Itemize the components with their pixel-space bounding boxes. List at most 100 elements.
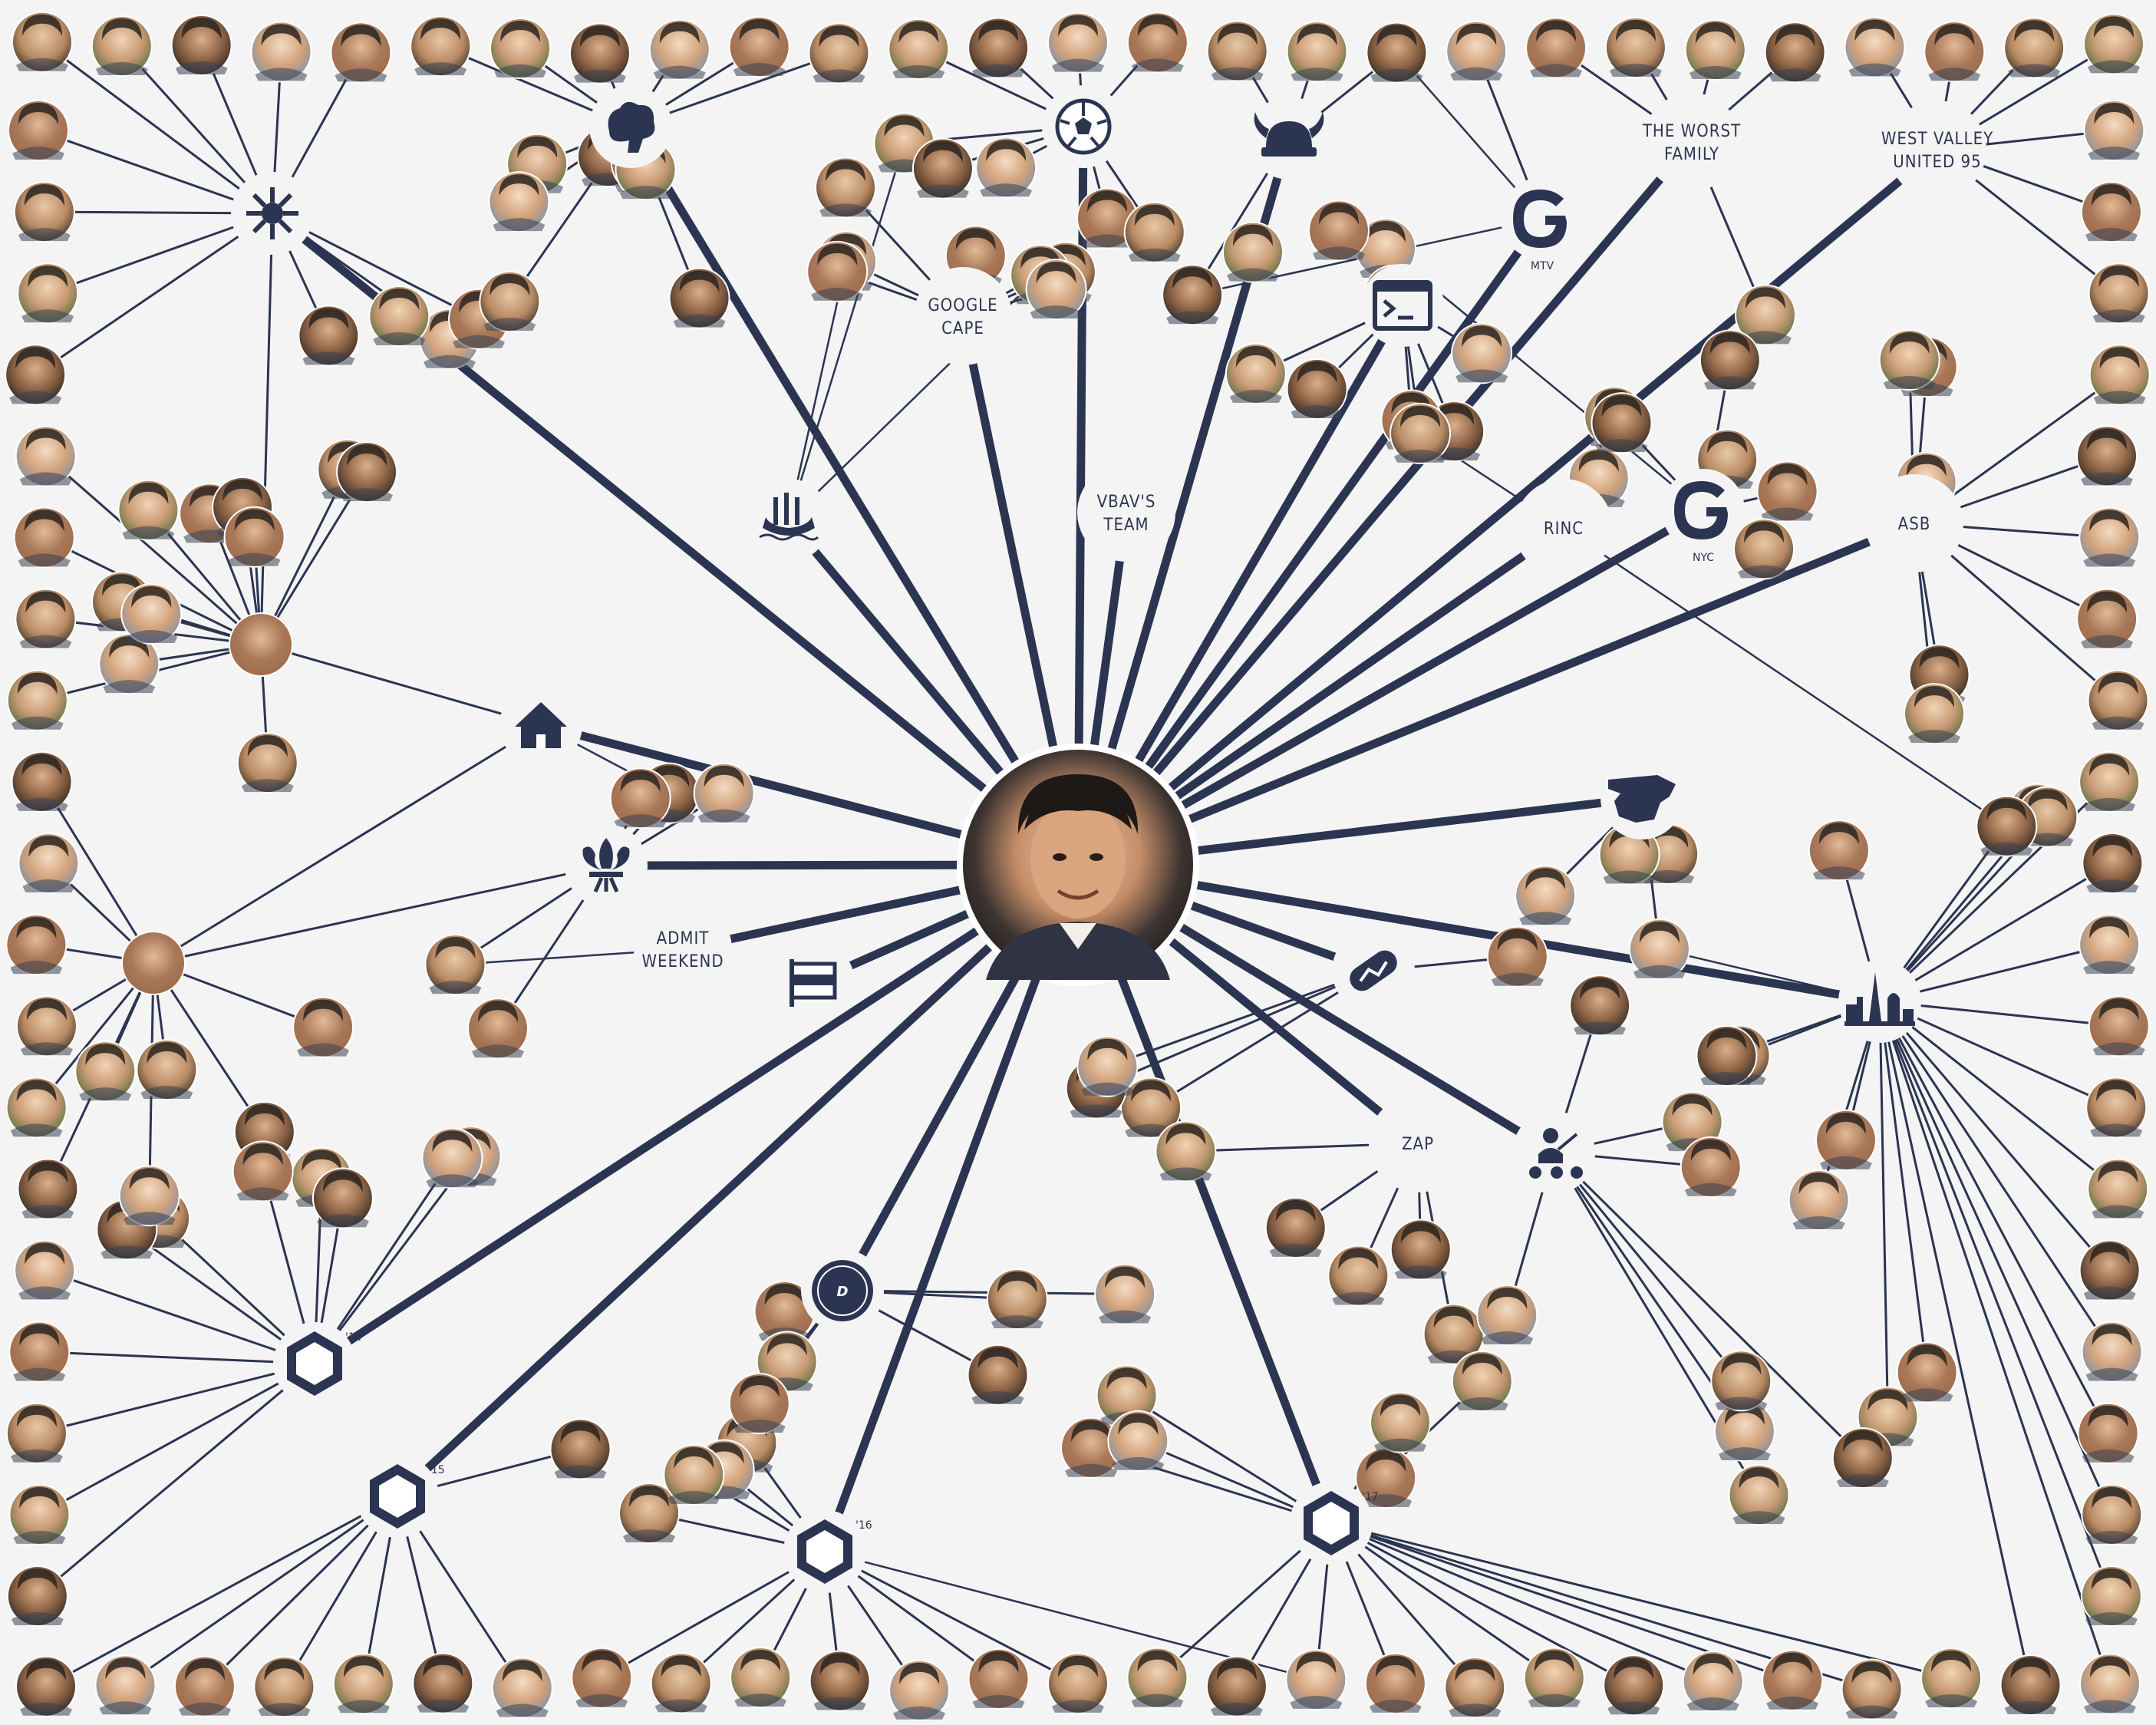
hub-grandma[interactable]	[121, 931, 186, 995]
avatar[interactable]	[236, 732, 298, 794]
avatar[interactable]	[1756, 460, 1818, 523]
center-portrait[interactable]	[957, 744, 1199, 986]
avatar[interactable]	[2087, 1158, 2149, 1220]
avatar[interactable]	[136, 1038, 198, 1100]
hub-flag[interactable]	[772, 941, 855, 1024]
hub-terminal[interactable]	[1361, 264, 1444, 347]
avatar[interactable]	[5, 1402, 68, 1464]
avatar[interactable]	[1162, 264, 1224, 326]
avatar[interactable]	[17, 1158, 79, 1220]
hub-zap[interactable]: ZAP	[1369, 1094, 1467, 1192]
avatar[interactable]	[2079, 1239, 2141, 1301]
avatar[interactable]	[1390, 402, 1452, 464]
avatar[interactable]	[1286, 21, 1348, 83]
avatar[interactable]	[1764, 21, 1826, 84]
avatar[interactable]	[15, 425, 77, 487]
avatar[interactable]	[648, 18, 710, 81]
avatar[interactable]	[2083, 100, 2145, 161]
avatar[interactable]	[1788, 1169, 1850, 1232]
avatar[interactable]	[298, 305, 360, 367]
avatar[interactable]	[1598, 823, 1660, 886]
avatar[interactable]	[1076, 1035, 1139, 1097]
hub-dad[interactable]	[229, 612, 293, 677]
avatar[interactable]	[491, 1657, 553, 1719]
avatar[interactable]	[1126, 1647, 1188, 1709]
avatar[interactable]	[1569, 975, 1631, 1037]
avatar[interactable]	[1591, 392, 1653, 454]
hub-google-mtv[interactable]: MTV	[1501, 177, 1584, 272]
avatar[interactable]	[2081, 1321, 2143, 1383]
avatar[interactable]	[1355, 218, 1417, 280]
avatar[interactable]	[1444, 1657, 1506, 1719]
avatar[interactable]	[809, 1650, 871, 1712]
avatar[interactable]	[1286, 358, 1348, 420]
avatar[interactable]	[1446, 20, 1508, 82]
avatar[interactable]	[1878, 329, 1940, 391]
avatar[interactable]	[250, 21, 312, 83]
hub-hex14[interactable]: '14	[273, 1322, 362, 1405]
avatar[interactable]	[912, 137, 974, 200]
avatar[interactable]	[1225, 342, 1287, 404]
avatar[interactable]	[1762, 1649, 1824, 1711]
avatar[interactable]	[1682, 1651, 1744, 1713]
avatar[interactable]	[1844, 16, 1906, 78]
avatar[interactable]	[728, 1372, 790, 1434]
avatar[interactable]	[91, 15, 153, 77]
avatar[interactable]	[986, 1268, 1048, 1330]
avatar[interactable]	[1920, 1647, 1983, 1709]
hub-philippines[interactable]	[231, 172, 314, 255]
avatar[interactable]	[1206, 20, 1268, 82]
avatar[interactable]	[1285, 1648, 1347, 1710]
avatar[interactable]	[2082, 833, 2144, 894]
avatar[interactable]	[1123, 201, 1185, 263]
hub-hex15[interactable]: '15	[356, 1455, 445, 1538]
avatar[interactable]	[479, 271, 541, 333]
avatar[interactable]	[5, 914, 68, 976]
avatar[interactable]	[1896, 1341, 1958, 1403]
avatar[interactable]	[488, 171, 550, 233]
avatar[interactable]	[1699, 329, 1761, 391]
avatar[interactable]	[1684, 18, 1746, 81]
avatar[interactable]	[2088, 344, 2151, 406]
avatar[interactable]	[1476, 1284, 1538, 1346]
avatar[interactable]	[1710, 1350, 1772, 1412]
hub-asb[interactable]: ASB	[1865, 474, 1963, 572]
avatar[interactable]	[13, 506, 75, 569]
avatar[interactable]	[968, 1647, 1030, 1710]
avatar[interactable]	[730, 1647, 792, 1709]
avatar[interactable]	[2080, 181, 2142, 243]
avatar[interactable]	[571, 1647, 633, 1709]
avatar[interactable]	[2003, 17, 2065, 79]
avatar[interactable]	[1841, 1658, 1903, 1720]
avatar[interactable]	[569, 22, 631, 84]
avatar[interactable]	[2079, 914, 2141, 976]
avatar[interactable]	[618, 1482, 681, 1544]
avatar[interactable]	[808, 22, 870, 84]
avatar[interactable]	[1808, 820, 1870, 882]
hub-dreach[interactable]: D	[801, 1249, 884, 1332]
avatar[interactable]	[806, 240, 869, 302]
avatar[interactable]	[1126, 12, 1188, 74]
avatar[interactable]	[1390, 1219, 1452, 1281]
avatar[interactable]	[815, 157, 877, 219]
avatar[interactable]	[968, 17, 1030, 79]
hub-spain[interactable]	[1601, 757, 1683, 839]
avatar[interactable]	[17, 262, 79, 325]
avatar[interactable]	[1364, 1652, 1426, 1714]
avatar[interactable]	[8, 1483, 71, 1545]
hub-hex17[interactable]: '17	[1290, 1482, 1379, 1565]
avatar[interactable]	[2088, 262, 2150, 325]
avatar[interactable]	[888, 1659, 951, 1721]
avatar[interactable]	[1451, 1350, 1513, 1412]
avatar[interactable]	[1221, 221, 1284, 283]
avatar[interactable]	[424, 934, 486, 996]
avatar[interactable]	[1094, 1263, 1156, 1325]
hub-rinc[interactable]: RINC	[1515, 479, 1613, 577]
hub-house[interactable]	[499, 684, 582, 767]
avatar[interactable]	[2087, 669, 2149, 731]
avatar[interactable]	[336, 441, 398, 503]
avatar[interactable]	[1370, 1391, 1432, 1453]
avatar[interactable]	[650, 1652, 712, 1714]
